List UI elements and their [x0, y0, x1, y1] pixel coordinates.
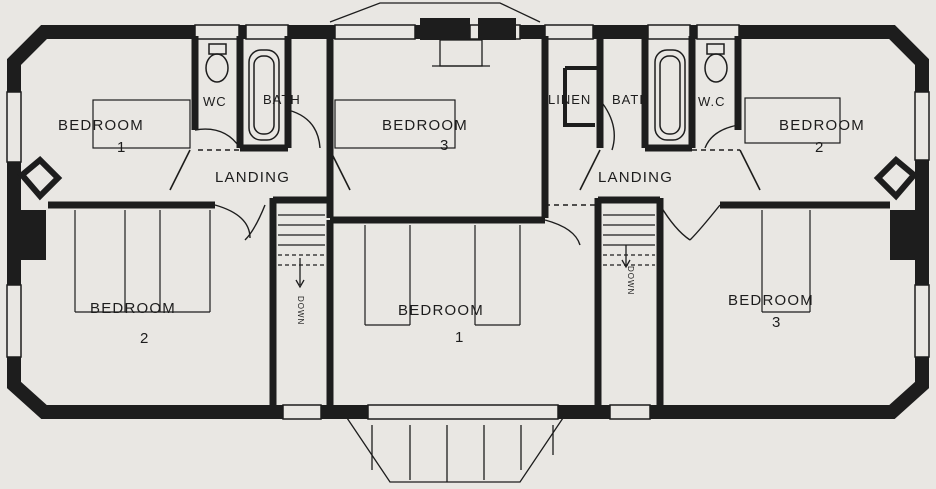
bedroom-number: 2 — [815, 139, 823, 156]
linen-label: LINEN — [548, 92, 591, 107]
landing-walls — [169, 149, 761, 191]
linen-closet — [563, 66, 600, 127]
bedroom-number: 3 — [440, 137, 448, 154]
bedroom-number: 1 — [117, 139, 125, 156]
left-toilet-icon — [205, 53, 229, 83]
wc-label: WC — [203, 94, 227, 109]
bath-label: BATH — [612, 92, 650, 107]
bottom-bay — [344, 414, 566, 483]
right-tank-icon — [706, 43, 725, 55]
dashed-lines — [198, 149, 740, 206]
bedroom-label: BEDROOM — [90, 300, 176, 317]
corner-fireplaces — [17, 155, 919, 201]
left-tank-icon — [208, 43, 227, 55]
bedroom-number: 2 — [140, 330, 148, 347]
bedroom-number: 3 — [772, 314, 780, 331]
bedroom-label: BEDROOM — [382, 117, 468, 134]
exterior-walls — [7, 25, 929, 419]
landing-label: LANDING — [215, 169, 290, 186]
beds — [74, 97, 841, 326]
bedroom-label: BEDROOM — [398, 302, 484, 319]
left-stair — [278, 214, 325, 289]
stair-down-label: DOWN — [296, 296, 305, 325]
door-swings — [194, 99, 739, 246]
interior-walls — [48, 36, 890, 405]
right-tub-icon — [654, 49, 686, 141]
left-tub-icon — [248, 49, 280, 141]
right-stair — [603, 214, 655, 269]
bath-label: BATH — [263, 92, 301, 107]
stair-down-label: DOWN — [626, 266, 635, 295]
bedroom-label: BEDROOM — [728, 292, 814, 309]
hearth — [432, 39, 490, 67]
bedroom-label: BEDROOM — [779, 117, 865, 134]
bedroom-label: BEDROOM — [58, 117, 144, 134]
fixtures — [205, 43, 728, 141]
chimneys — [16, 18, 922, 260]
landing-label: LANDING — [598, 169, 673, 186]
top-bay — [329, 2, 541, 23]
bedroom-number: 1 — [455, 329, 463, 346]
wc-label: W.C — [698, 94, 726, 109]
right-toilet-icon — [704, 53, 728, 83]
